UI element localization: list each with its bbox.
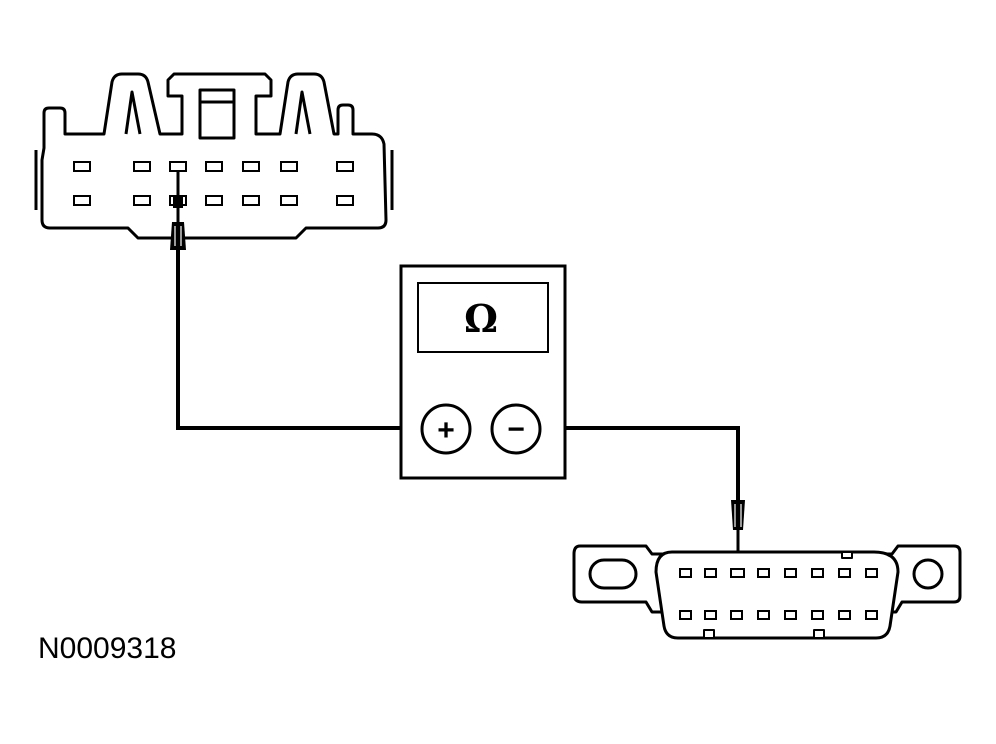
pin bbox=[679, 610, 692, 620]
pin bbox=[704, 610, 717, 620]
positive-probe bbox=[170, 170, 186, 250]
positive-terminal[interactable] bbox=[420, 403, 472, 455]
pin bbox=[280, 195, 298, 206]
positive-terminal-label: + bbox=[437, 414, 455, 447]
probe-handle bbox=[170, 222, 186, 250]
pin bbox=[757, 610, 770, 620]
pin bbox=[730, 568, 745, 578]
harness-latch-slot-left bbox=[124, 90, 142, 135]
harness-latch-cap bbox=[198, 88, 236, 104]
pin bbox=[784, 610, 797, 620]
probe-handle-stripes bbox=[734, 504, 742, 527]
dlc-mounting-hole bbox=[912, 558, 944, 590]
pin bbox=[811, 568, 824, 578]
positive-lead bbox=[176, 250, 424, 430]
dlc-key-notch-top bbox=[841, 551, 853, 559]
pin bbox=[704, 568, 717, 578]
probe-handle-stripes bbox=[174, 226, 182, 246]
pin bbox=[865, 610, 878, 620]
pin bbox=[784, 568, 797, 578]
pin bbox=[73, 195, 91, 206]
pin bbox=[679, 568, 692, 578]
pin bbox=[133, 195, 151, 206]
pin bbox=[133, 161, 151, 172]
pin bbox=[838, 568, 851, 578]
ohmmeter: Ω + − bbox=[399, 264, 567, 480]
dlc-key-notch-bottom-left bbox=[703, 629, 715, 639]
negative-terminal[interactable] bbox=[490, 403, 542, 455]
probe-tip-sleeve bbox=[173, 196, 183, 208]
meter-display bbox=[417, 282, 549, 353]
harness-latch-slot-right bbox=[294, 90, 312, 135]
dlc-pins-top-row bbox=[679, 568, 878, 578]
dlc-key-notch-bottom-right bbox=[813, 629, 825, 639]
pin bbox=[169, 161, 187, 172]
dlc-body bbox=[654, 550, 900, 640]
pin bbox=[811, 610, 824, 620]
pin bbox=[242, 195, 260, 206]
dlc-mounting-slot bbox=[588, 558, 638, 590]
probe-handle bbox=[731, 500, 745, 530]
pin bbox=[242, 161, 260, 172]
pin bbox=[280, 161, 298, 172]
negative-lead bbox=[538, 426, 740, 500]
pin bbox=[336, 195, 354, 206]
pin bbox=[757, 568, 770, 578]
negative-terminal-label: − bbox=[507, 413, 525, 446]
pin bbox=[865, 568, 878, 578]
wires bbox=[176, 250, 740, 500]
pin bbox=[205, 195, 223, 206]
pin bbox=[730, 610, 743, 620]
pin bbox=[336, 161, 354, 172]
data-link-connector bbox=[572, 544, 962, 640]
pin bbox=[205, 161, 223, 172]
harness-connector bbox=[34, 72, 394, 240]
harness-pins-top-row bbox=[73, 161, 354, 172]
pin bbox=[73, 161, 91, 172]
figure-reference-label: N0009318 bbox=[38, 632, 177, 665]
pin bbox=[838, 610, 851, 620]
ohm-symbol: Ω bbox=[464, 296, 498, 341]
dlc-pins-bottom-row bbox=[679, 610, 878, 620]
